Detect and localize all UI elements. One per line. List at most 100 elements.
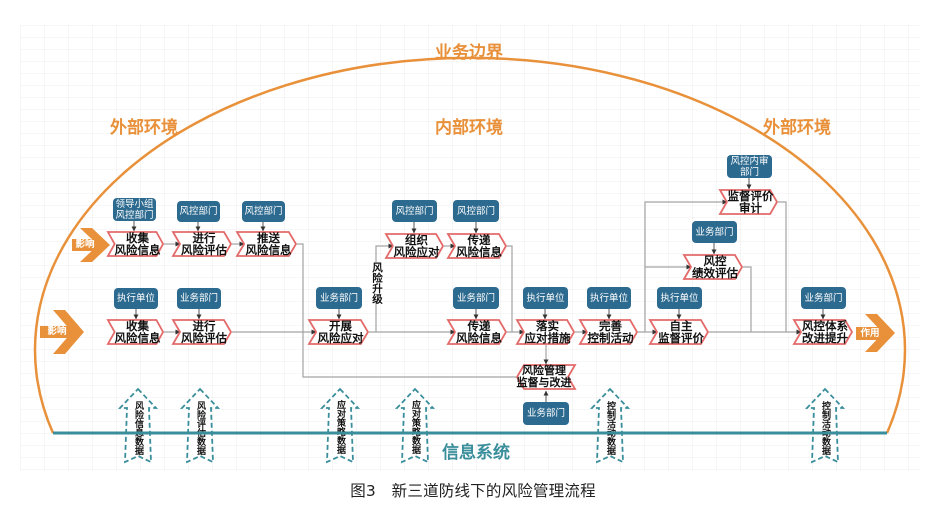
step-chevron-shape <box>649 319 709 345</box>
step-label-line2: 监督与改进 <box>516 376 572 389</box>
step-carry-out-risk-response: 开展风险应对 <box>308 319 369 345</box>
step-label-line2: 应对措施 <box>524 331 571 345</box>
step-improve-control-activities: 完善控制活动 <box>579 319 638 345</box>
owner-label: 执行单位 <box>116 293 155 304</box>
step-risk-control-performance-eval: 风控绩效评估 <box>683 254 743 280</box>
data-flow-arrow <box>394 387 436 464</box>
step-label-line1: 监督评价 <box>727 188 774 203</box>
owner-box: 领导小组 风控部门 <box>113 198 156 221</box>
owner-label-line2: 风控部门 <box>115 209 154 221</box>
step-self-supervision: 自主监督评价 <box>649 319 709 345</box>
data-flow-label: 控制活动数据 <box>820 401 830 455</box>
owner-box: 业务部门 <box>453 287 499 309</box>
influence-arrow-upper-head <box>80 228 110 262</box>
figure-caption: 图3 新三道防线下的风险管理流程 <box>350 482 596 500</box>
step-chevron-shape <box>107 231 164 257</box>
step-label-line2: 风险应对 <box>393 245 440 259</box>
zone-label-external-right: 外部环境 <box>763 118 831 138</box>
step-label-line2: 风险应对 <box>317 331 364 345</box>
step-chevron-shape <box>447 319 507 345</box>
step-push-risk-info: 推送风险信息 <box>236 231 297 257</box>
owner-box: 执行单位 <box>114 288 158 309</box>
zone-label-internal: 内部环境 <box>435 118 503 138</box>
influence-label-upper: 影响 <box>75 239 95 250</box>
business-boundary-arc <box>33 56 907 434</box>
info-system-label: 信息系统 <box>442 443 510 463</box>
step-transmit-risk-info-row1: 传递风险信息 <box>447 233 507 259</box>
step-chevron-shape <box>719 189 778 215</box>
owner-label-line2: 部门 <box>739 166 759 178</box>
step-label-line2: 改进提升 <box>802 331 848 345</box>
owner-label: 风控部门 <box>395 205 434 217</box>
owner-box: 风控部门 <box>177 201 220 222</box>
owner-box: 风控部门 <box>392 200 437 222</box>
owner-label: 业务部门 <box>526 408 565 419</box>
owner-label: 执行单位 <box>526 292 565 304</box>
step-label-line1: 进行 <box>192 230 216 245</box>
influence-arrow-lower-body <box>40 326 72 338</box>
step-supervision-audit: 监督评价审计 <box>719 189 778 215</box>
step-label-line1: 自主 <box>669 318 693 333</box>
connector-to-audit <box>644 199 728 332</box>
owner-label-line1: 领导小组 <box>115 198 154 210</box>
influence-arrow-lower-head <box>53 310 84 354</box>
influence-arrow-upper <box>72 228 110 262</box>
step-label-line1: 落实 <box>536 318 559 333</box>
step-collect-risk-info-row1: 收集风险信息 <box>107 231 164 257</box>
influence-arrow-upper-body <box>72 239 100 251</box>
owner-box: 执行单位 <box>523 287 568 309</box>
step-label-line1: 风控 <box>703 253 727 268</box>
step-label-line1: 风险管理 <box>522 363 566 377</box>
step-chevron-shape <box>447 233 507 259</box>
owner-box: 业务部门 <box>177 288 221 309</box>
step-chevron-shape <box>516 319 575 345</box>
owner-label: 业务部门 <box>695 226 734 238</box>
step-risk-system-improvement: 风控体系改进提升 <box>793 319 853 345</box>
influence-label-lower: 影响 <box>47 326 67 337</box>
connector-transmit-row1-down <box>507 245 513 332</box>
data-flow-label: 风险评估数据 <box>195 401 205 455</box>
step-label-line2: 风险信息 <box>245 243 292 257</box>
step-label-line1: 组织 <box>405 232 428 247</box>
step-label-line2: 风险评估 <box>181 331 227 345</box>
step-label-line2: 监督评价 <box>658 331 704 345</box>
step-label-line2: 审计 <box>739 201 762 215</box>
owner-box: 业务部门 <box>523 402 569 425</box>
step-chevron-shape <box>236 231 297 257</box>
step-label-line1: 推送 <box>257 230 280 245</box>
owner-label: 风控部门 <box>244 206 283 217</box>
step-label-line2: 风险信息 <box>114 243 161 257</box>
step-transmit-risk-info-row2: 传递风险信息 <box>447 319 507 345</box>
effect-arrow <box>856 314 895 352</box>
data-flow-label: 应对策略数据 <box>335 400 345 454</box>
step-label-line2: 控制活动 <box>587 331 634 345</box>
zone-label-external-left: 外部环境 <box>110 118 178 138</box>
data-flow-arrow <box>319 387 361 464</box>
step-organize-risk-response: 组织风险应对 <box>385 233 444 259</box>
step-label-line2: 风险信息 <box>456 245 502 259</box>
owner-label: 业务部门 <box>179 293 218 304</box>
step-collect-risk-info-row2: 收集风险信息 <box>107 319 164 345</box>
owner-box: 执行单位 <box>587 287 631 309</box>
step-chevron-shape <box>308 319 369 345</box>
effect-label: 作用 <box>860 328 880 339</box>
connector-audit-down <box>778 201 787 332</box>
owner-label: 执行单位 <box>589 292 628 304</box>
step-label-line1: 开展 <box>329 318 352 333</box>
step-chevron-shape <box>683 254 743 280</box>
connector-performance-eval-down <box>743 266 752 332</box>
data-flow-arrow <box>804 387 846 464</box>
effect-arrow-head <box>865 314 895 352</box>
data-flow-label: 应对策略数据 <box>410 400 420 454</box>
owner-box: 风控部门 <box>242 201 285 222</box>
step-chevron-shape <box>793 319 853 345</box>
owner-box: 风控内审 部门 <box>727 155 772 178</box>
step-label-line1: 风控体系 <box>802 318 848 333</box>
step-chevron-shape <box>579 319 638 345</box>
step-assess-risk-row1: 进行风险评估 <box>172 231 232 257</box>
step-label-line1: 进行 <box>192 318 216 333</box>
step-implement-measures: 落实应对措施 <box>516 319 575 345</box>
owner-label: 业务部门 <box>804 292 843 304</box>
step-label-line1: 完善 <box>599 318 622 333</box>
